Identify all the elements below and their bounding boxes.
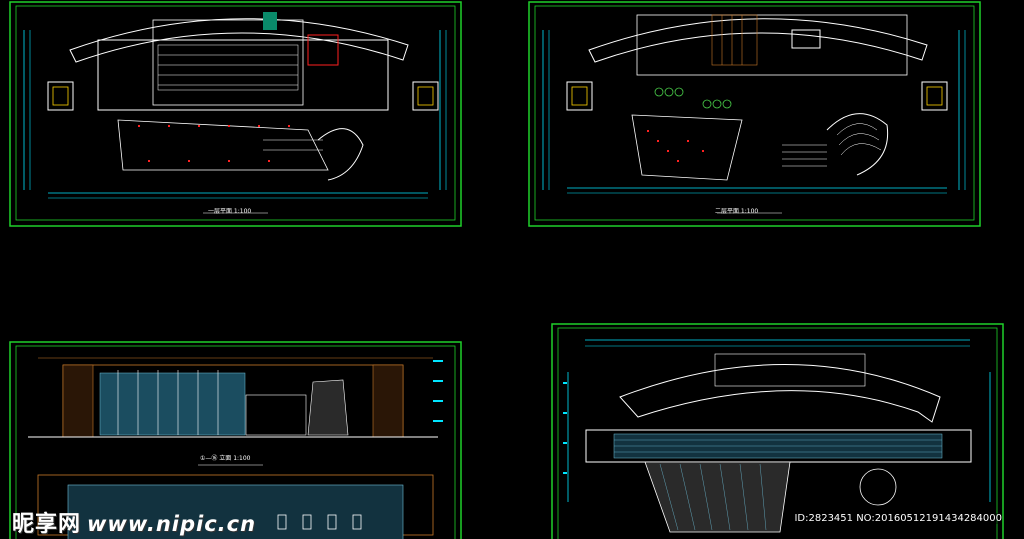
roof-plan-drawing xyxy=(551,323,1004,539)
image-id-line: ID:2823451 NO:20160512191434284000 xyxy=(794,513,1002,524)
elevation-drawing xyxy=(9,341,462,539)
first-floor-drawing xyxy=(9,1,462,227)
watermark-url: www.nipic.cn xyxy=(87,512,257,536)
elevation-caption: ①—⑯ 立面 1:100 xyxy=(200,455,251,462)
sheet-roof-plan[interactable] xyxy=(550,322,1005,539)
sheet-second-floor-plan[interactable]: 二层平面 1:100 xyxy=(527,0,982,228)
sheet-elevation[interactable]: ①—⑯ 立面 1:100 xyxy=(8,340,463,539)
second-floor-caption: 二层平面 1:100 xyxy=(715,208,759,215)
second-floor-drawing xyxy=(528,1,981,227)
sheet-first-floor-plan[interactable]: 一层平面 1:100 xyxy=(8,0,463,228)
first-floor-caption: 一层平面 1:100 xyxy=(208,208,252,215)
watermark-brand: 昵享网 xyxy=(12,512,82,537)
